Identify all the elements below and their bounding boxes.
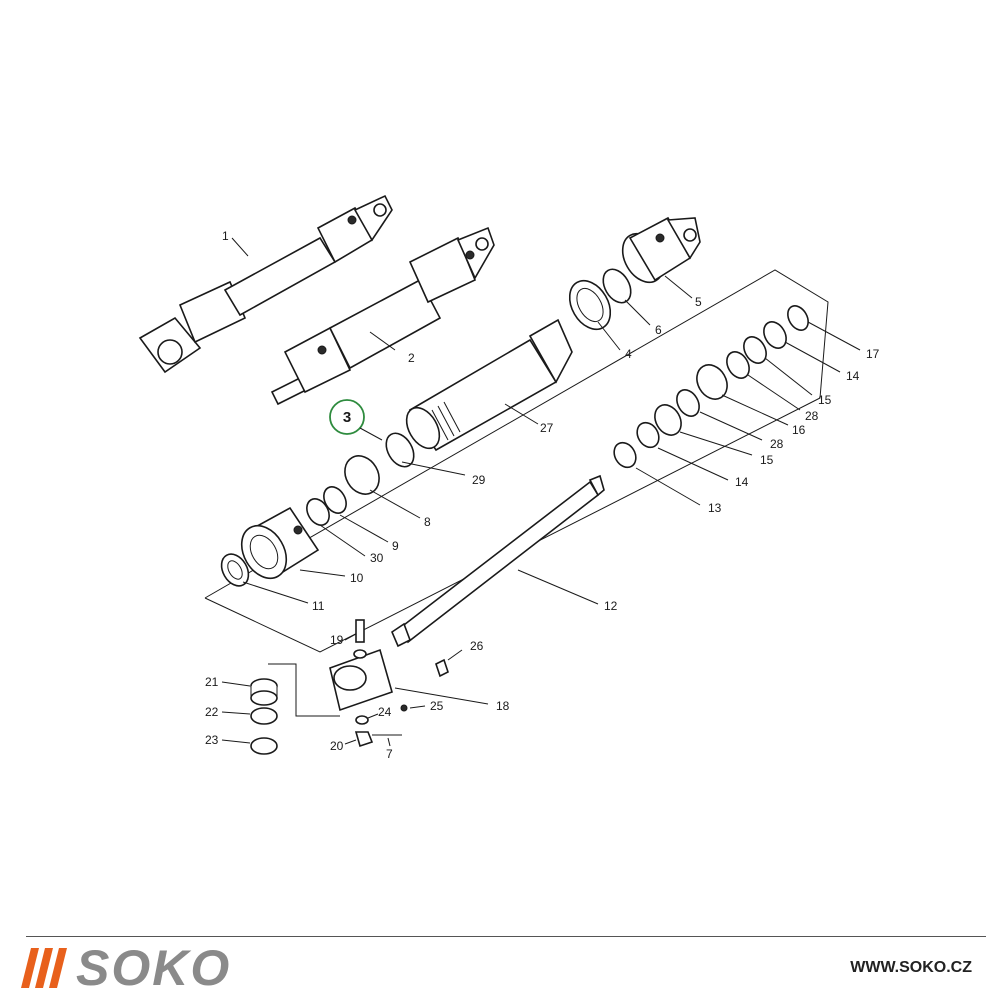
brand-name: SOKO: [76, 940, 232, 996]
callout-12: 12: [604, 599, 618, 613]
callout-19: 19: [330, 633, 344, 647]
callout-labels: 1 2 27 29 8 9 30 10 11 5 6 4 17 14 15 28…: [205, 229, 880, 761]
exploded-parts-diagram: 1 2 27 29 8 9 30 10 11 5 6 4 17 14 15 28…: [138, 194, 880, 761]
callout-8: 8: [424, 515, 431, 529]
website-url[interactable]: WWW.SOKO.CZ: [850, 959, 972, 976]
callout-26: 26: [470, 639, 484, 653]
brand-logo: SOKO: [21, 940, 232, 996]
callout-28a: 28: [805, 409, 819, 423]
rings-4-6: [568, 268, 632, 331]
seal-set-upper: [613, 305, 809, 469]
bushings-21-23: [250, 663, 340, 755]
callout-20: 20: [330, 739, 344, 753]
callout-15b: 15: [760, 453, 774, 467]
callout-24: 24: [378, 705, 392, 719]
leader-lines: [221, 237, 861, 747]
callout-6: 6: [655, 323, 662, 337]
seal-set-lower: [306, 432, 415, 526]
callout-25: 25: [430, 699, 444, 713]
callout-17: 17: [866, 347, 880, 361]
callout-22: 22: [205, 705, 219, 719]
cylinder-barrel-27: [405, 318, 573, 452]
callout-7: 7: [386, 747, 393, 761]
callout-27: 27: [540, 421, 554, 435]
callout-14a: 14: [846, 369, 860, 383]
callout-10: 10: [350, 571, 364, 585]
end-cap-5: [621, 216, 701, 284]
footer: SOKO WWW.SOKO.CZ: [21, 936, 986, 1001]
callout-14b: 14: [735, 475, 749, 489]
callout-13: 13: [708, 501, 722, 515]
callout-18: 18: [496, 699, 510, 713]
cylinder-assembled-2: [270, 226, 495, 406]
gland-10: [240, 506, 320, 580]
callout-15a: 15: [818, 393, 832, 407]
callout-21: 21: [205, 675, 219, 689]
piston-rod-12: [391, 474, 605, 648]
callout-11: 11: [312, 599, 325, 613]
logo-bars-icon: [21, 948, 67, 988]
callout-23: 23: [205, 733, 219, 747]
callout-28b: 28: [770, 437, 784, 451]
callout-4: 4: [625, 347, 632, 361]
cylinder-assembled-1: [138, 194, 393, 374]
highlight-callout: 3: [329, 399, 383, 441]
seal-kit-frame: [204, 269, 829, 653]
callout-1: 1: [222, 229, 229, 243]
highlight-callout-label: 3: [343, 409, 351, 426]
callout-30: 30: [370, 551, 384, 565]
callout-9: 9: [392, 539, 399, 553]
callout-2: 2: [408, 351, 415, 365]
callout-16: 16: [792, 423, 806, 437]
callout-5: 5: [695, 295, 702, 309]
wiper-11: [220, 553, 250, 587]
rod-eye-18: [329, 619, 449, 748]
callout-29: 29: [472, 473, 486, 487]
